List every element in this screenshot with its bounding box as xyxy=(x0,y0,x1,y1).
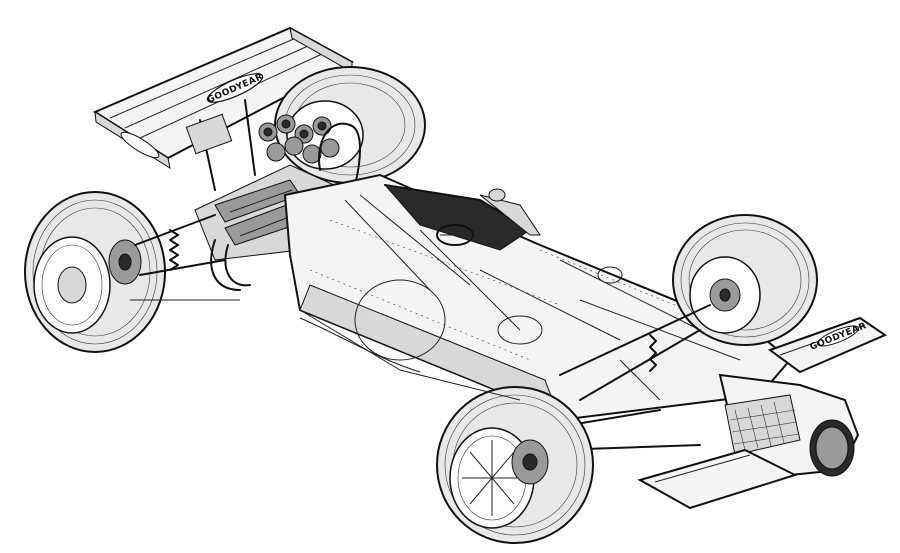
intake-trumpets xyxy=(258,114,340,164)
front-right-wheel xyxy=(672,214,818,346)
nose-and-front-wing: GOODYEAR xyxy=(637,316,888,510)
rear-suspension xyxy=(130,214,240,301)
rear-wing: GOODYEAR xyxy=(92,26,355,191)
rear-left-wheel xyxy=(24,191,166,353)
radiator-mesh xyxy=(724,394,801,456)
front-left-wheel xyxy=(436,386,594,544)
cockpit xyxy=(383,184,541,251)
chassis-members xyxy=(299,309,521,401)
